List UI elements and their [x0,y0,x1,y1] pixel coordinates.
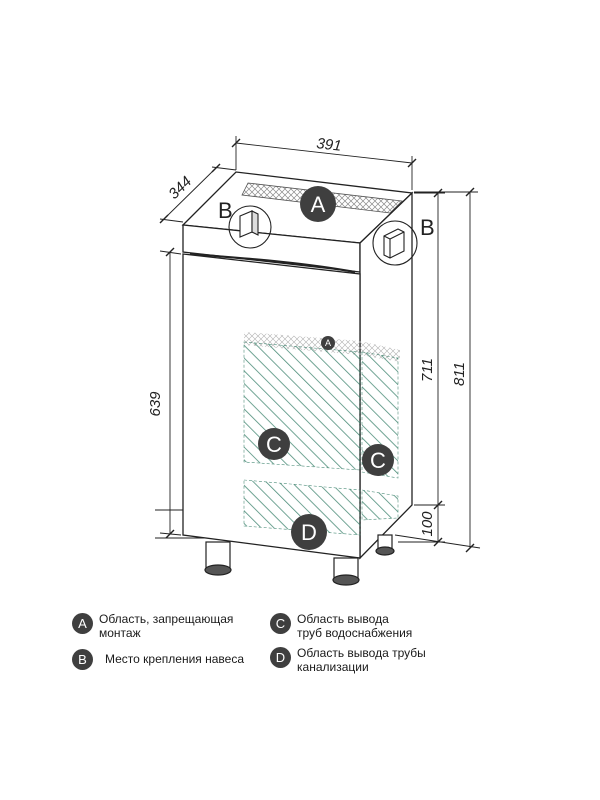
mount-label-right: B [420,215,435,240]
zone-a-band [244,332,400,362]
dimension-ticks [159,138,475,553]
mount-point-right [372,220,418,266]
dim-depth: 344 [165,173,195,203]
zone-d-marker: D [291,514,327,550]
legend: A Область, запрещающая монтаж B Место кр… [72,612,492,674]
legend-item-a: A Область, запрещающая монтаж [72,612,233,640]
legend-badge-a: A [72,613,93,634]
zone-d-area [243,479,399,536]
svg-text:A: A [311,192,326,217]
dim-total-height: 811 [451,362,468,386]
svg-text:C: C [266,432,282,457]
zone-c-marker-front: C [258,428,290,460]
dim-body-height: 711 [419,358,436,382]
svg-text:A: A [325,338,331,348]
svg-text:D: D [301,520,317,545]
legend-text-a: Область, запрещающая монтаж [99,612,234,640]
svg-text:C: C [370,448,386,473]
dim-door-height: 639 [147,391,164,417]
legend-badge-b: B [72,649,93,670]
cabinet-legs [204,534,395,586]
legend-item-c: C Область вывода труб водоснабжения [270,612,412,640]
zone-a-small-marker: A [321,336,335,350]
legend-badge-c: C [270,613,291,634]
zone-a-marker: A [300,186,336,222]
legend-text-c: Область вывода труб водоснабжения [297,612,413,640]
legend-text-d: Область вывода трубы канализации [297,646,426,674]
zone-c-marker-side: C [362,444,394,476]
legend-item-d: D Область вывода трубы канализации [270,646,426,674]
mount-point-left [228,205,272,249]
dim-leg-height: 100 [419,511,436,537]
legend-badge-d: D [270,647,291,668]
legend-item-b: B Место крепления навеса [72,648,244,670]
mount-label-left: B [218,198,233,223]
legend-text-b: Место крепления навеса [105,652,244,666]
dimension-lines [159,136,478,548]
dim-width: 391 [316,135,343,155]
